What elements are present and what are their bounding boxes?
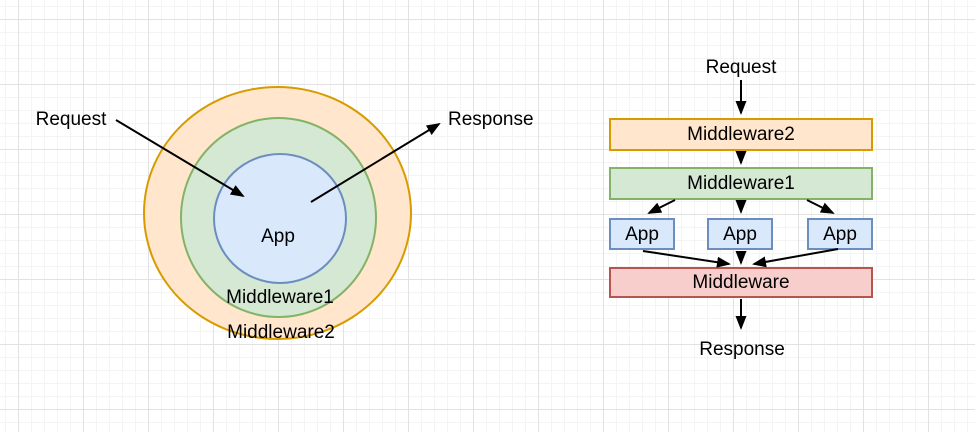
pipeline-arrow-app3-to-mw[interactable] xyxy=(752,248,839,268)
onion-middleware1-ring-label: Middleware1 xyxy=(226,287,334,308)
pipeline-arrow-mw1-to-app1[interactable] xyxy=(647,199,676,214)
pipeline-node-middleware1-label: Middleware1 xyxy=(687,173,795,194)
onion-response-label[interactable]: Response xyxy=(448,109,534,130)
pipeline-response-label[interactable]: Response xyxy=(699,339,785,360)
pipeline-node-middleware[interactable]: Middleware xyxy=(609,267,873,298)
pipeline-node-app-1[interactable]: App xyxy=(609,218,675,250)
pipeline-node-middleware2-label: Middleware2 xyxy=(687,124,795,145)
pipeline-request-label[interactable]: Request xyxy=(705,57,777,78)
pipeline-node-app-2[interactable]: App xyxy=(707,218,773,250)
onion-request-label[interactable]: Request xyxy=(35,109,107,130)
pipeline-node-app-3-label: App xyxy=(823,223,857,245)
pipeline-arrow-mw1-to-app3[interactable] xyxy=(806,199,835,214)
pipeline-node-middleware2[interactable]: Middleware2 xyxy=(609,118,873,151)
pipeline-node-middleware-label: Middleware xyxy=(692,272,790,293)
pipeline-arrow-app1-to-mw[interactable] xyxy=(642,250,731,268)
pipeline-node-app-2-label: App xyxy=(723,223,757,245)
pipeline-node-app-1-label: App xyxy=(625,223,659,245)
onion-app-label: App xyxy=(261,226,295,247)
pipeline-node-middleware1[interactable]: Middleware1 xyxy=(609,167,873,200)
pipeline-node-app-3[interactable]: App xyxy=(807,218,873,250)
onion-app-circle[interactable] xyxy=(213,153,347,284)
onion-middleware2-ring-label: Middleware2 xyxy=(227,322,335,343)
